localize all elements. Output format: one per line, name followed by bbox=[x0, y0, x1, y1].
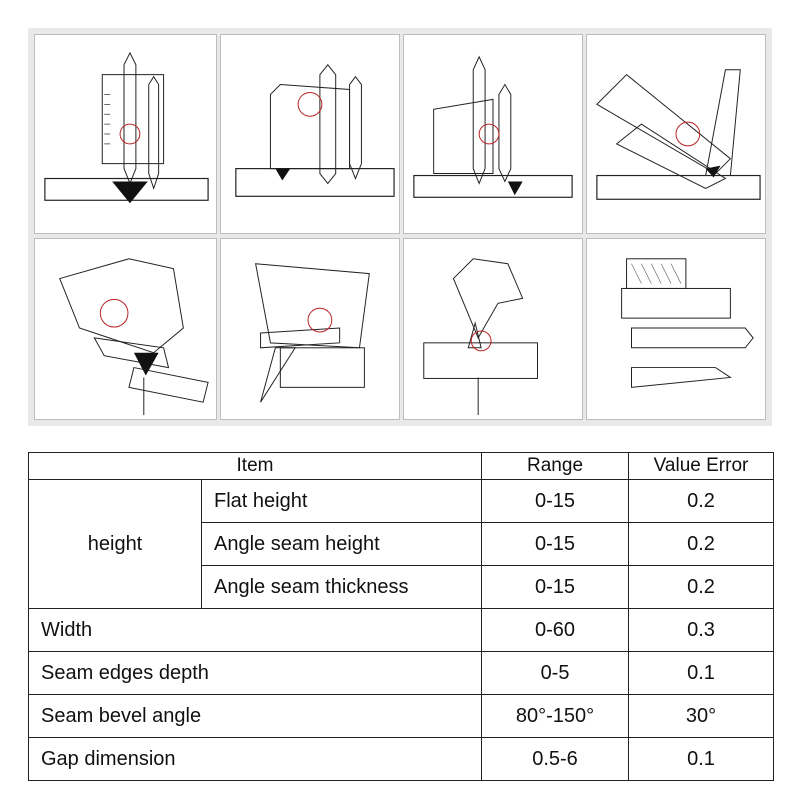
table-row: Angle seam thickness 0-15 0.2 bbox=[29, 565, 775, 609]
group-label-height: height bbox=[28, 479, 202, 609]
diagram-flat-height bbox=[34, 34, 217, 234]
row-range: 0-15 bbox=[481, 565, 630, 609]
row-error: 30° bbox=[628, 694, 775, 738]
gauge-illustration bbox=[621, 258, 754, 388]
row-error: 0.1 bbox=[628, 737, 775, 781]
row-range: 0-15 bbox=[481, 522, 630, 566]
table-row: Seam bevel angle 80°-150° 30° bbox=[27, 694, 775, 738]
diagram-angle-seam-height bbox=[220, 34, 400, 234]
row-error: 0.2 bbox=[628, 565, 775, 609]
diagram-seam-edges-depth bbox=[220, 238, 400, 420]
row-error: 0.3 bbox=[628, 608, 775, 652]
diagram-misalignment bbox=[403, 238, 583, 420]
table-row: Angle seam height 0-15 0.2 bbox=[29, 522, 775, 566]
diagram-width bbox=[586, 238, 766, 420]
row-item: Angle seam thickness bbox=[200, 565, 483, 609]
spec-table: Item Range Value Error height Flat heigh… bbox=[27, 452, 775, 781]
gauge-illustration bbox=[413, 55, 573, 198]
row-range: 0-60 bbox=[481, 608, 630, 652]
row-item: Seam bevel angle bbox=[27, 694, 483, 738]
header-item: Item bbox=[27, 452, 483, 480]
diagram-bevel-angle bbox=[586, 34, 766, 234]
row-item: Angle seam height bbox=[200, 522, 483, 566]
table-header-row: Item Range Value Error bbox=[27, 452, 775, 480]
row-item: Width bbox=[27, 608, 483, 652]
table-row: Width 0-60 0.3 bbox=[27, 608, 775, 652]
row-range: 80°-150° bbox=[481, 694, 630, 738]
gauge-illustration bbox=[59, 258, 209, 416]
diagram-gap-dimension bbox=[34, 238, 217, 420]
row-error: 0.1 bbox=[628, 651, 775, 695]
header-range: Range bbox=[481, 452, 630, 480]
row-range: 0-5 bbox=[481, 651, 630, 695]
gauge-illustration bbox=[235, 63, 395, 197]
diagram-angle-seam-thickness bbox=[403, 34, 583, 234]
row-range: 0.5-6 bbox=[481, 737, 630, 781]
gauge-illustration bbox=[255, 263, 370, 403]
gauge-illustration bbox=[596, 69, 761, 200]
row-range: 0-15 bbox=[481, 479, 630, 523]
row-error: 0.2 bbox=[628, 479, 775, 523]
gauge-illustration bbox=[423, 258, 538, 416]
table-row: Gap dimension 0.5-6 0.1 bbox=[27, 737, 775, 781]
header-value-error: Value Error bbox=[628, 452, 775, 480]
table-row: height Flat height 0-15 0.2 bbox=[28, 479, 775, 609]
row-item: Seam edges depth bbox=[27, 651, 483, 695]
diagram-panel bbox=[28, 28, 772, 426]
table-row: Seam edges depth 0-5 0.1 bbox=[27, 651, 775, 695]
gauge-illustration bbox=[44, 51, 209, 204]
row-item: Gap dimension bbox=[27, 737, 483, 781]
row-item: Flat height bbox=[200, 479, 483, 523]
row-error: 0.2 bbox=[628, 522, 775, 566]
